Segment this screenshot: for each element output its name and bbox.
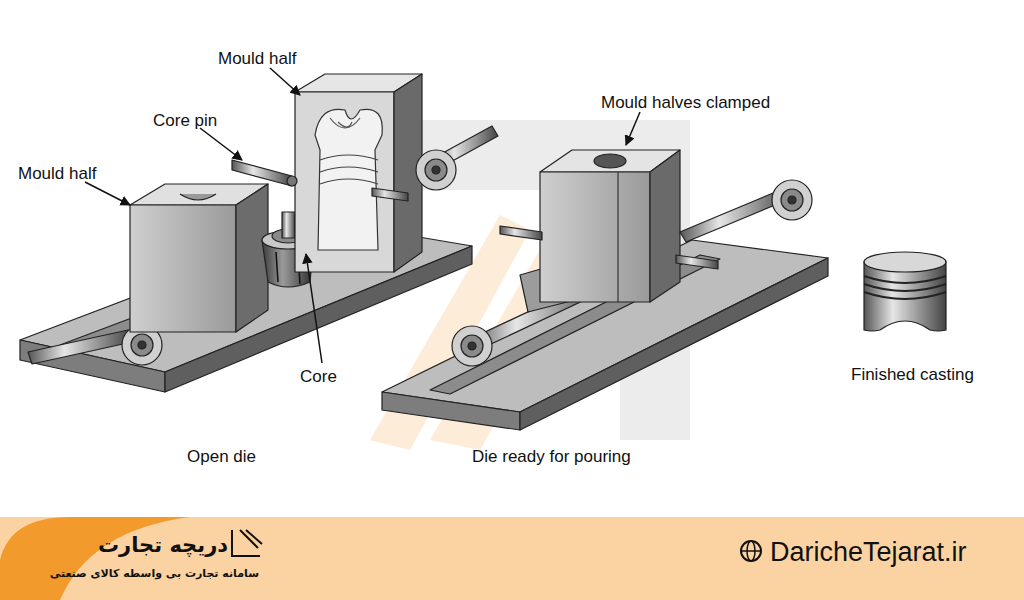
footer-band (0, 517, 1024, 600)
website-url: DaricheTejarat.ir (770, 535, 967, 569)
brand-name: دریچه تجارت (98, 532, 228, 558)
brand-tagline: سامانه تجارت بی واسطه کالای صنعتی (50, 567, 259, 581)
caption-label: Finished casting (851, 364, 974, 385)
die-ready-for-pouring (382, 150, 828, 430)
open-die (20, 74, 498, 392)
caption-label: Open die (187, 446, 256, 467)
part-label: Mould half (218, 48, 296, 69)
part-label: Core pin (153, 110, 217, 131)
part-label: Core (300, 366, 337, 387)
leader-lines (85, 68, 640, 363)
caption-label: Die ready for pouring (472, 446, 631, 467)
finished-casting-piston (864, 252, 946, 331)
part-label: Mould half (18, 163, 96, 184)
part-label: Mould halves clamped (601, 92, 770, 113)
